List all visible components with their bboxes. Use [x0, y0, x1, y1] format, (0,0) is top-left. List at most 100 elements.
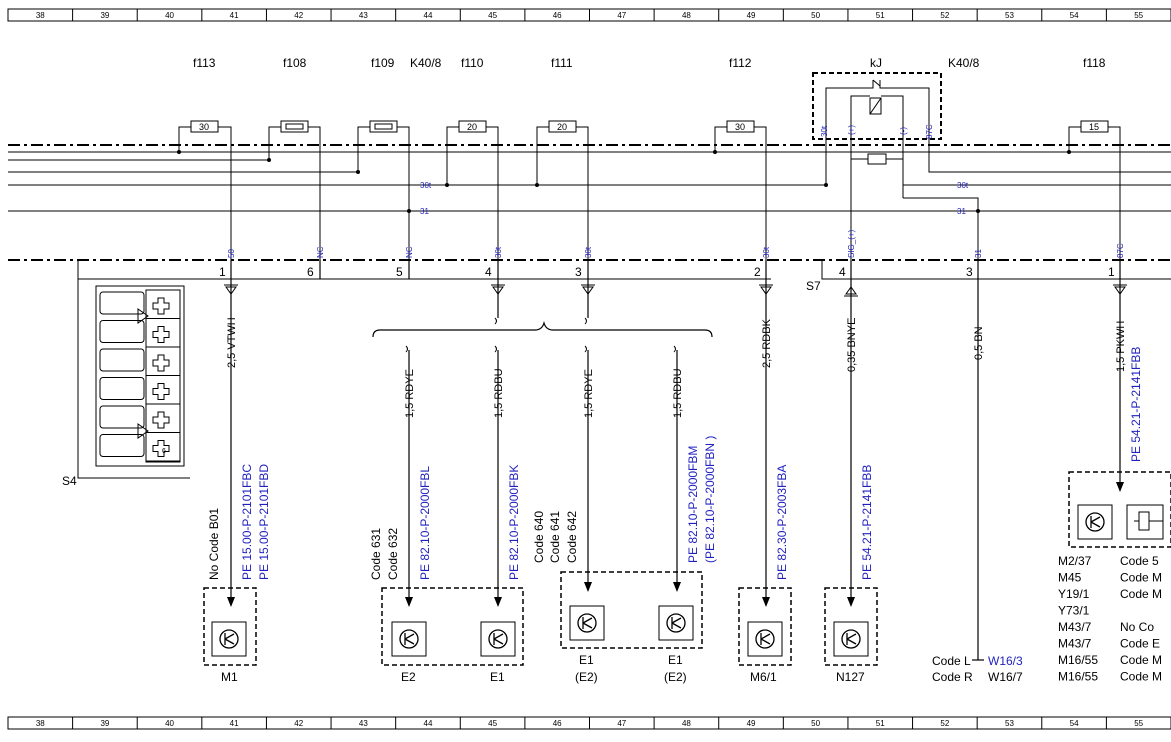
pin-6: 6: [307, 265, 314, 279]
ref-n127: PE 54.21-P-2141FBB: [860, 465, 874, 580]
bus-31-label: 31: [420, 207, 429, 216]
terminal-tag-30t-1: 30t: [494, 246, 503, 258]
pin-2: 2: [754, 265, 761, 279]
ruler-number: 50: [811, 11, 820, 20]
component-n127: N127: [836, 670, 865, 684]
right-list-component: Y73/1: [1058, 604, 1090, 618]
pin-1: 1: [219, 265, 226, 279]
component-e1-c: E1: [668, 653, 683, 667]
fuse-module-boundary: [8, 144, 1171, 261]
ruler-number: 39: [100, 719, 109, 728]
component-m1: M1: [221, 670, 238, 684]
terminal-tag-30t-2: 30t: [584, 246, 593, 258]
component-e2-c: (E2): [664, 670, 687, 684]
ruler-number: 42: [294, 719, 303, 728]
terminal-tag-nc-1: NC: [316, 246, 325, 258]
ruler-number: 44: [424, 719, 433, 728]
fuse-rating-f111: 20: [557, 122, 567, 132]
fuse-label-f108: f108: [283, 56, 307, 70]
ruler-number: 49: [747, 719, 756, 728]
valve-symbol: [1126, 504, 1164, 540]
code-632: Code 632: [386, 528, 400, 580]
component-e1: E1: [490, 670, 505, 684]
ref-m6-1: PE 82.30-P-2003FBA: [775, 465, 789, 580]
code-no-b01: No Code B01: [207, 508, 221, 580]
bus-labels: 30t 31 30t 31: [420, 181, 969, 216]
ground-references: Code L W16/3 Code R W16/7: [932, 654, 1023, 684]
ruler-number: 46: [553, 719, 562, 728]
relay-label-k40-8: K40/8: [410, 56, 442, 70]
pin-5: 5: [396, 265, 403, 279]
terminal-tag-31: 31: [974, 249, 983, 258]
bus-30t-label: 30t: [420, 181, 432, 190]
fuse-label-f111: f111: [551, 56, 573, 70]
wire-m1: 2,5 VTWH: [226, 317, 238, 368]
wire-e2: 1,5 RDYE: [404, 369, 416, 418]
fuse-rating-f113: 30: [199, 122, 209, 132]
code-631: Code 631: [369, 528, 383, 580]
ruler-number: 40: [165, 11, 174, 20]
s4-pin-shape: [152, 440, 170, 457]
component-e2-b: (E2): [575, 670, 598, 684]
ruler-number: 38: [36, 11, 45, 20]
s4-pin-shape: [152, 326, 170, 343]
fuse-ratings: 30 20 20 30 15: [199, 122, 1099, 132]
right-list-code: Code M: [1120, 571, 1162, 585]
motor-icon: [833, 621, 869, 657]
ref-m1-b: PE 15.00-P-2101FBD: [257, 464, 271, 580]
s4-slot: [99, 291, 145, 315]
right-list-code: Code M: [1120, 670, 1162, 684]
right-list-component: M45: [1058, 571, 1082, 585]
ruler-number: 38: [36, 719, 45, 728]
motor-symbols: [211, 504, 1113, 657]
ruler-number: 45: [488, 11, 497, 20]
ref-e1-d: (PE 82.10-P-2000FBN ): [703, 436, 717, 563]
fuse-labels: f113 f108 f109 K40/8 f110 f111 f112 kJ K…: [193, 56, 1106, 70]
motor-icon: [391, 621, 427, 657]
s4-slot: [99, 320, 145, 343]
ruler-number: 44: [424, 11, 433, 20]
motor-icon: [569, 605, 605, 641]
component-e1-b: E1: [579, 653, 594, 667]
ruler-number: 54: [1070, 719, 1079, 728]
ruler-number: 53: [1005, 719, 1014, 728]
component-labels: M1 E2 E1 E1 (E2) E1 (E2) M6/1 N127: [221, 653, 865, 684]
bus-junctions[interactable]: [177, 150, 1071, 213]
fuse-label-f109: f109: [371, 56, 395, 70]
motor-icon: [480, 621, 516, 657]
terminal-tag-87c: 87C: [1116, 243, 1125, 258]
wire-labels: 2,5 VTWH 1,5 RDYE 1,5 RDBU 1,5 RDYE 1,5 …: [226, 317, 1127, 418]
connector-s4-label: S4: [62, 474, 77, 488]
fuse-rating-f112: 30: [735, 122, 745, 132]
ground-w16-3: W16/3: [988, 654, 1023, 668]
connector-s4: [95, 285, 185, 467]
bus-31-label-right: 31: [957, 207, 966, 216]
ruler-number: 40: [165, 719, 174, 728]
motor-icon: [747, 621, 783, 657]
fuse-label-f118: f118: [1083, 56, 1106, 70]
arrowheads: [227, 482, 1124, 607]
fuse-label-f113: f113: [193, 56, 216, 70]
fuse-label-f110: f110: [461, 56, 484, 70]
terminal-tags: 50 NC NC 30t 30t 30t SIG_(+) 31 87C: [227, 229, 1125, 258]
component-e2: E2: [401, 670, 416, 684]
ruler-number: 53: [1005, 11, 1014, 20]
ruler-number: 43: [359, 719, 368, 728]
wire-e1: 1,5 RDBU: [493, 368, 505, 418]
s4-cell: [145, 432, 181, 462]
ruler-number: 55: [1134, 11, 1143, 20]
connector-s4-pin: 6: [162, 448, 166, 455]
terminal-tag-50: 50: [227, 249, 236, 258]
ruler-number: 52: [940, 11, 949, 20]
fuse-rating-f118: 15: [1089, 122, 1099, 132]
connector-s7-label: S7: [806, 279, 821, 293]
connector-strip: [77, 260, 1171, 479]
code-641: Code 641: [548, 511, 562, 563]
wire-ground: 0,5 BN: [973, 326, 985, 360]
ruler-number: 51: [876, 719, 885, 728]
wire-m6-1: 2,5 RDBK: [761, 318, 773, 368]
ref-f118: PE 54.21-P-2141FBB: [1129, 347, 1143, 462]
